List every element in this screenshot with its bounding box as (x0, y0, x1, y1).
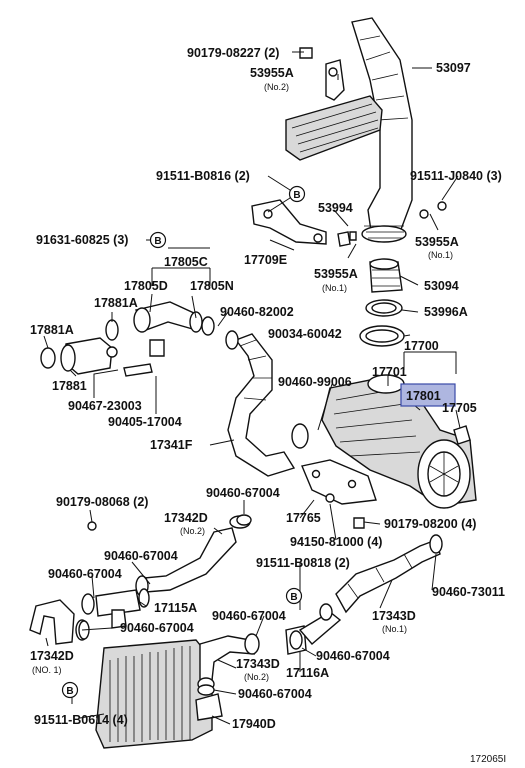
callout-b-4: B (61, 681, 79, 699)
part-label-90460-67004[interactable]: 90460-67004 (206, 486, 280, 500)
part-label-17341f[interactable]: 17341F (150, 438, 193, 452)
part-label-17881[interactable]: 17881 (52, 379, 87, 393)
part-label-17801[interactable]: 17801 (406, 389, 441, 403)
hose-17343d-no2-drawing (197, 603, 342, 691)
part-label-17342d[interactable]: 17342D (30, 649, 74, 663)
part-label-53996a[interactable]: 53996A (424, 305, 468, 319)
hose-17342d-no1-drawing (29, 599, 89, 645)
part-label-17700[interactable]: 17700 (404, 339, 439, 353)
part-label-90460-67004[interactable]: 90460-67004 (104, 549, 178, 563)
part-label-17343d[interactable]: 17343D (236, 657, 280, 671)
intake-duct-53097-drawing (285, 17, 413, 243)
part-label-90460-73011[interactable]: 90460-73011 (432, 585, 505, 599)
callout-b-1: B (288, 185, 306, 203)
part-label-91511-b0818[interactable]: 91511-B0818 (2) (256, 556, 350, 570)
part-label-90179-08200[interactable]: 90179-08200 (4) (384, 517, 476, 531)
part-label-sub: (No.1) (322, 283, 347, 293)
part-label-17701[interactable]: 17701 (372, 365, 407, 379)
part-label-17805n[interactable]: 17805N (190, 279, 234, 293)
part-label-sub: (No.2) (264, 82, 289, 92)
part-label-91631-60825[interactable]: 91631-60825 (3) (36, 233, 128, 247)
part-label-53994[interactable]: 53994 (318, 201, 353, 215)
part-label-90460-67004[interactable]: 90460-67004 (316, 649, 390, 663)
grommet-53094-drawing (359, 258, 405, 347)
part-label-53097[interactable]: 53097 (436, 61, 471, 75)
part-label-sub: (No.2) (180, 526, 205, 536)
part-label-17116a[interactable]: 17116A (286, 666, 329, 680)
callout-b-3: B (285, 587, 303, 605)
callout-b-text: B (154, 236, 161, 247)
part-label-90179-08227[interactable]: 90179-08227 (2) (187, 46, 279, 60)
part-label-91511-b0816[interactable]: 91511-B0816 (2) (156, 169, 250, 183)
part-label-17115a[interactable]: 17115A (154, 601, 197, 615)
part-label-53955a[interactable]: 53955A (250, 66, 294, 80)
bracket-53955a-top-drawing (299, 47, 345, 101)
part-label-17881a[interactable]: 17881A (94, 296, 138, 310)
part-label-90460-67004[interactable]: 90460-67004 (120, 621, 194, 635)
part-label-90460-67004[interactable]: 90460-67004 (238, 687, 312, 701)
part-label-sub: (No.1) (382, 624, 407, 634)
part-label-53955a[interactable]: 53955A (314, 267, 358, 281)
callout-b-2: B (149, 231, 167, 249)
part-label-53094[interactable]: 53094 (424, 279, 459, 293)
part-label-17765[interactable]: 17765 (286, 511, 321, 525)
part-label-sub: (No.1) (428, 250, 453, 260)
intercooler-17940d-drawing (95, 639, 223, 749)
part-label-17343d[interactable]: 17343D (372, 609, 416, 623)
callout-b-text: B (290, 592, 297, 603)
part-label-53955a[interactable]: 53955A (415, 235, 459, 249)
part-label-17709e[interactable]: 17709E (244, 253, 287, 267)
highlight-17801-box (400, 383, 456, 407)
part-label-17342d[interactable]: 17342D (164, 511, 208, 525)
part-label-90460-67004[interactable]: 90460-67004 (212, 609, 286, 623)
part-label-17805c[interactable]: 17805C (164, 255, 208, 269)
hose-17343d-no1-drawing (335, 534, 443, 614)
leader-lines (43, 51, 461, 725)
part-label-sub: (No.2) (244, 672, 269, 682)
part-label-90460-67004[interactable]: 90460-67004 (48, 567, 122, 581)
part-label-17805d[interactable]: 17805D (124, 279, 168, 293)
part-label-91511-j0840[interactable]: 91511-J0840 (3) (410, 169, 502, 183)
part-label-90034-60042[interactable]: 90034-60042 (268, 327, 342, 341)
air-cleaner-17700-drawing (321, 374, 477, 509)
part-label-90467-23003[interactable]: 90467-23003 (68, 399, 142, 413)
part-label-90460-99006[interactable]: 90460-99006 (278, 375, 352, 389)
callout-b-text: B (66, 686, 73, 697)
bracket-17765-drawing (301, 459, 377, 529)
part-label-90179-08068[interactable]: 90179-08068 (2) (56, 495, 148, 509)
part-label-17940d[interactable]: 17940D (232, 717, 276, 731)
callout-b-text: B (293, 190, 300, 201)
part-label-17881a[interactable]: 17881A (30, 323, 74, 337)
hose-17805c-drawing (105, 301, 215, 357)
part-label-17705[interactable]: 17705 (442, 401, 477, 415)
part-label-90460-82002[interactable]: 90460-82002 (220, 305, 294, 319)
hose-17881-drawing (40, 337, 153, 377)
hose-17341f-drawing (225, 330, 309, 477)
part-label-91511-b0614[interactable]: 91511-B0614 (4) (34, 713, 128, 727)
part-label-sub: (NO. 1) (32, 665, 62, 675)
part-label-94150-81000[interactable]: 94150-81000 (4) (290, 535, 382, 549)
part-label-90405-17004[interactable]: 90405-17004 (108, 415, 182, 429)
diagram-reference-number: 172065I (470, 754, 506, 765)
